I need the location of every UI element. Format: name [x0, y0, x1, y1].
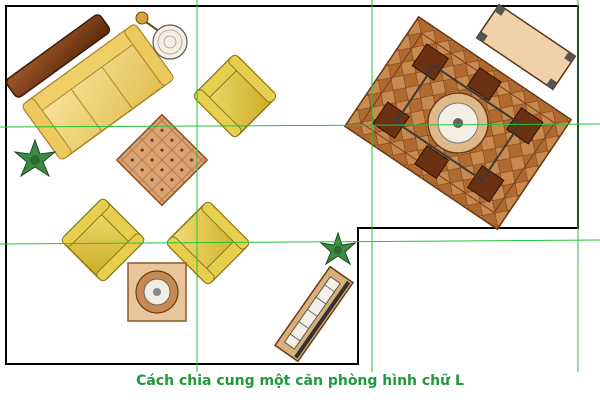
console-table-icon	[5, 14, 111, 98]
floor-plan	[0, 0, 600, 372]
armchair-icon	[193, 54, 277, 138]
bagua-grid	[0, 0, 600, 372]
plant-icon	[319, 231, 357, 266]
sofa-icon	[22, 24, 174, 160]
dining-set-icon	[343, 15, 573, 231]
armchair-icon	[61, 198, 145, 282]
sideboard-icon	[475, 3, 577, 91]
coffee-table-icon	[115, 113, 209, 207]
tv-cabinet-icon	[273, 265, 355, 363]
side-table-icon	[127, 262, 187, 322]
caption: Cách chia cung một căn phòng hình chữ L	[136, 373, 464, 389]
plant-icon	[13, 138, 57, 178]
lamp-icon	[135, 11, 188, 60]
